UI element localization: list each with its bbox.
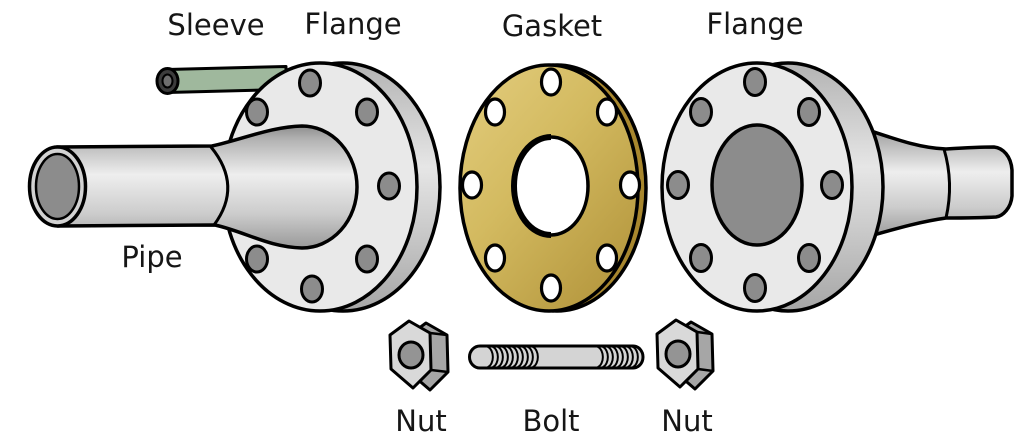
bolt-hole xyxy=(483,97,507,127)
right-flange-shape xyxy=(660,61,1014,313)
bolt-hole xyxy=(300,274,324,304)
neck-junction-line xyxy=(942,147,952,220)
pipe-label: Pipe xyxy=(121,240,183,274)
bolt-hole xyxy=(595,97,619,127)
nut-right-shape xyxy=(655,318,715,391)
bolt-shape xyxy=(468,344,645,370)
bolt-hole xyxy=(689,243,713,273)
bolt-hole xyxy=(595,243,619,273)
bolt-hole xyxy=(539,67,563,97)
bolt-hole xyxy=(618,170,642,200)
bolt-hole xyxy=(245,97,269,127)
right-flange-bolt-holes xyxy=(666,67,844,303)
bolt-hole xyxy=(743,273,767,303)
nut-facet-lines xyxy=(429,331,449,374)
flange-left-label: Flange xyxy=(304,7,402,41)
nut-right-label: Nut xyxy=(661,404,713,438)
bolt-hole xyxy=(460,170,484,200)
bolt-hole xyxy=(689,97,713,127)
bolt-hole xyxy=(743,67,767,97)
gasket-hole-depth-shading xyxy=(511,134,552,238)
right-flange-bore xyxy=(710,123,804,247)
flange-right-label: Flange xyxy=(706,7,804,41)
gasket-shape xyxy=(458,63,648,313)
pipe-bore xyxy=(34,152,81,221)
right-flange-neck xyxy=(860,126,1014,240)
bolt-hole xyxy=(377,171,401,201)
left-flange-bolt-holes xyxy=(245,68,401,304)
bolt-hole xyxy=(298,68,322,98)
nut-facet-lines xyxy=(696,330,714,373)
bolt-hole xyxy=(539,273,563,303)
bolt-hole xyxy=(483,243,507,273)
bolt-hole xyxy=(355,244,379,274)
sleeve-label: Sleeve xyxy=(167,8,265,42)
nut-hole xyxy=(397,340,425,370)
nut-left-shape xyxy=(388,319,450,392)
pipe-hub-junction-line xyxy=(209,145,230,227)
gasket-bolt-holes xyxy=(460,67,642,303)
bolt-label: Bolt xyxy=(522,404,580,438)
bolt-hole xyxy=(245,244,269,274)
bolt-hole xyxy=(797,97,821,127)
bolt-hole xyxy=(355,97,379,127)
bolt-threads xyxy=(487,346,644,368)
pipe-shape xyxy=(27,124,359,250)
bolt-hole xyxy=(820,170,844,200)
nut-left-label: Nut xyxy=(395,404,447,438)
bolt-hole xyxy=(666,170,690,200)
sleeve-bore xyxy=(161,73,174,89)
gasket-label: Gasket xyxy=(501,9,603,43)
pipe-and-hub xyxy=(55,124,359,250)
bolt-hole xyxy=(797,243,821,273)
nut-hole xyxy=(664,339,692,369)
